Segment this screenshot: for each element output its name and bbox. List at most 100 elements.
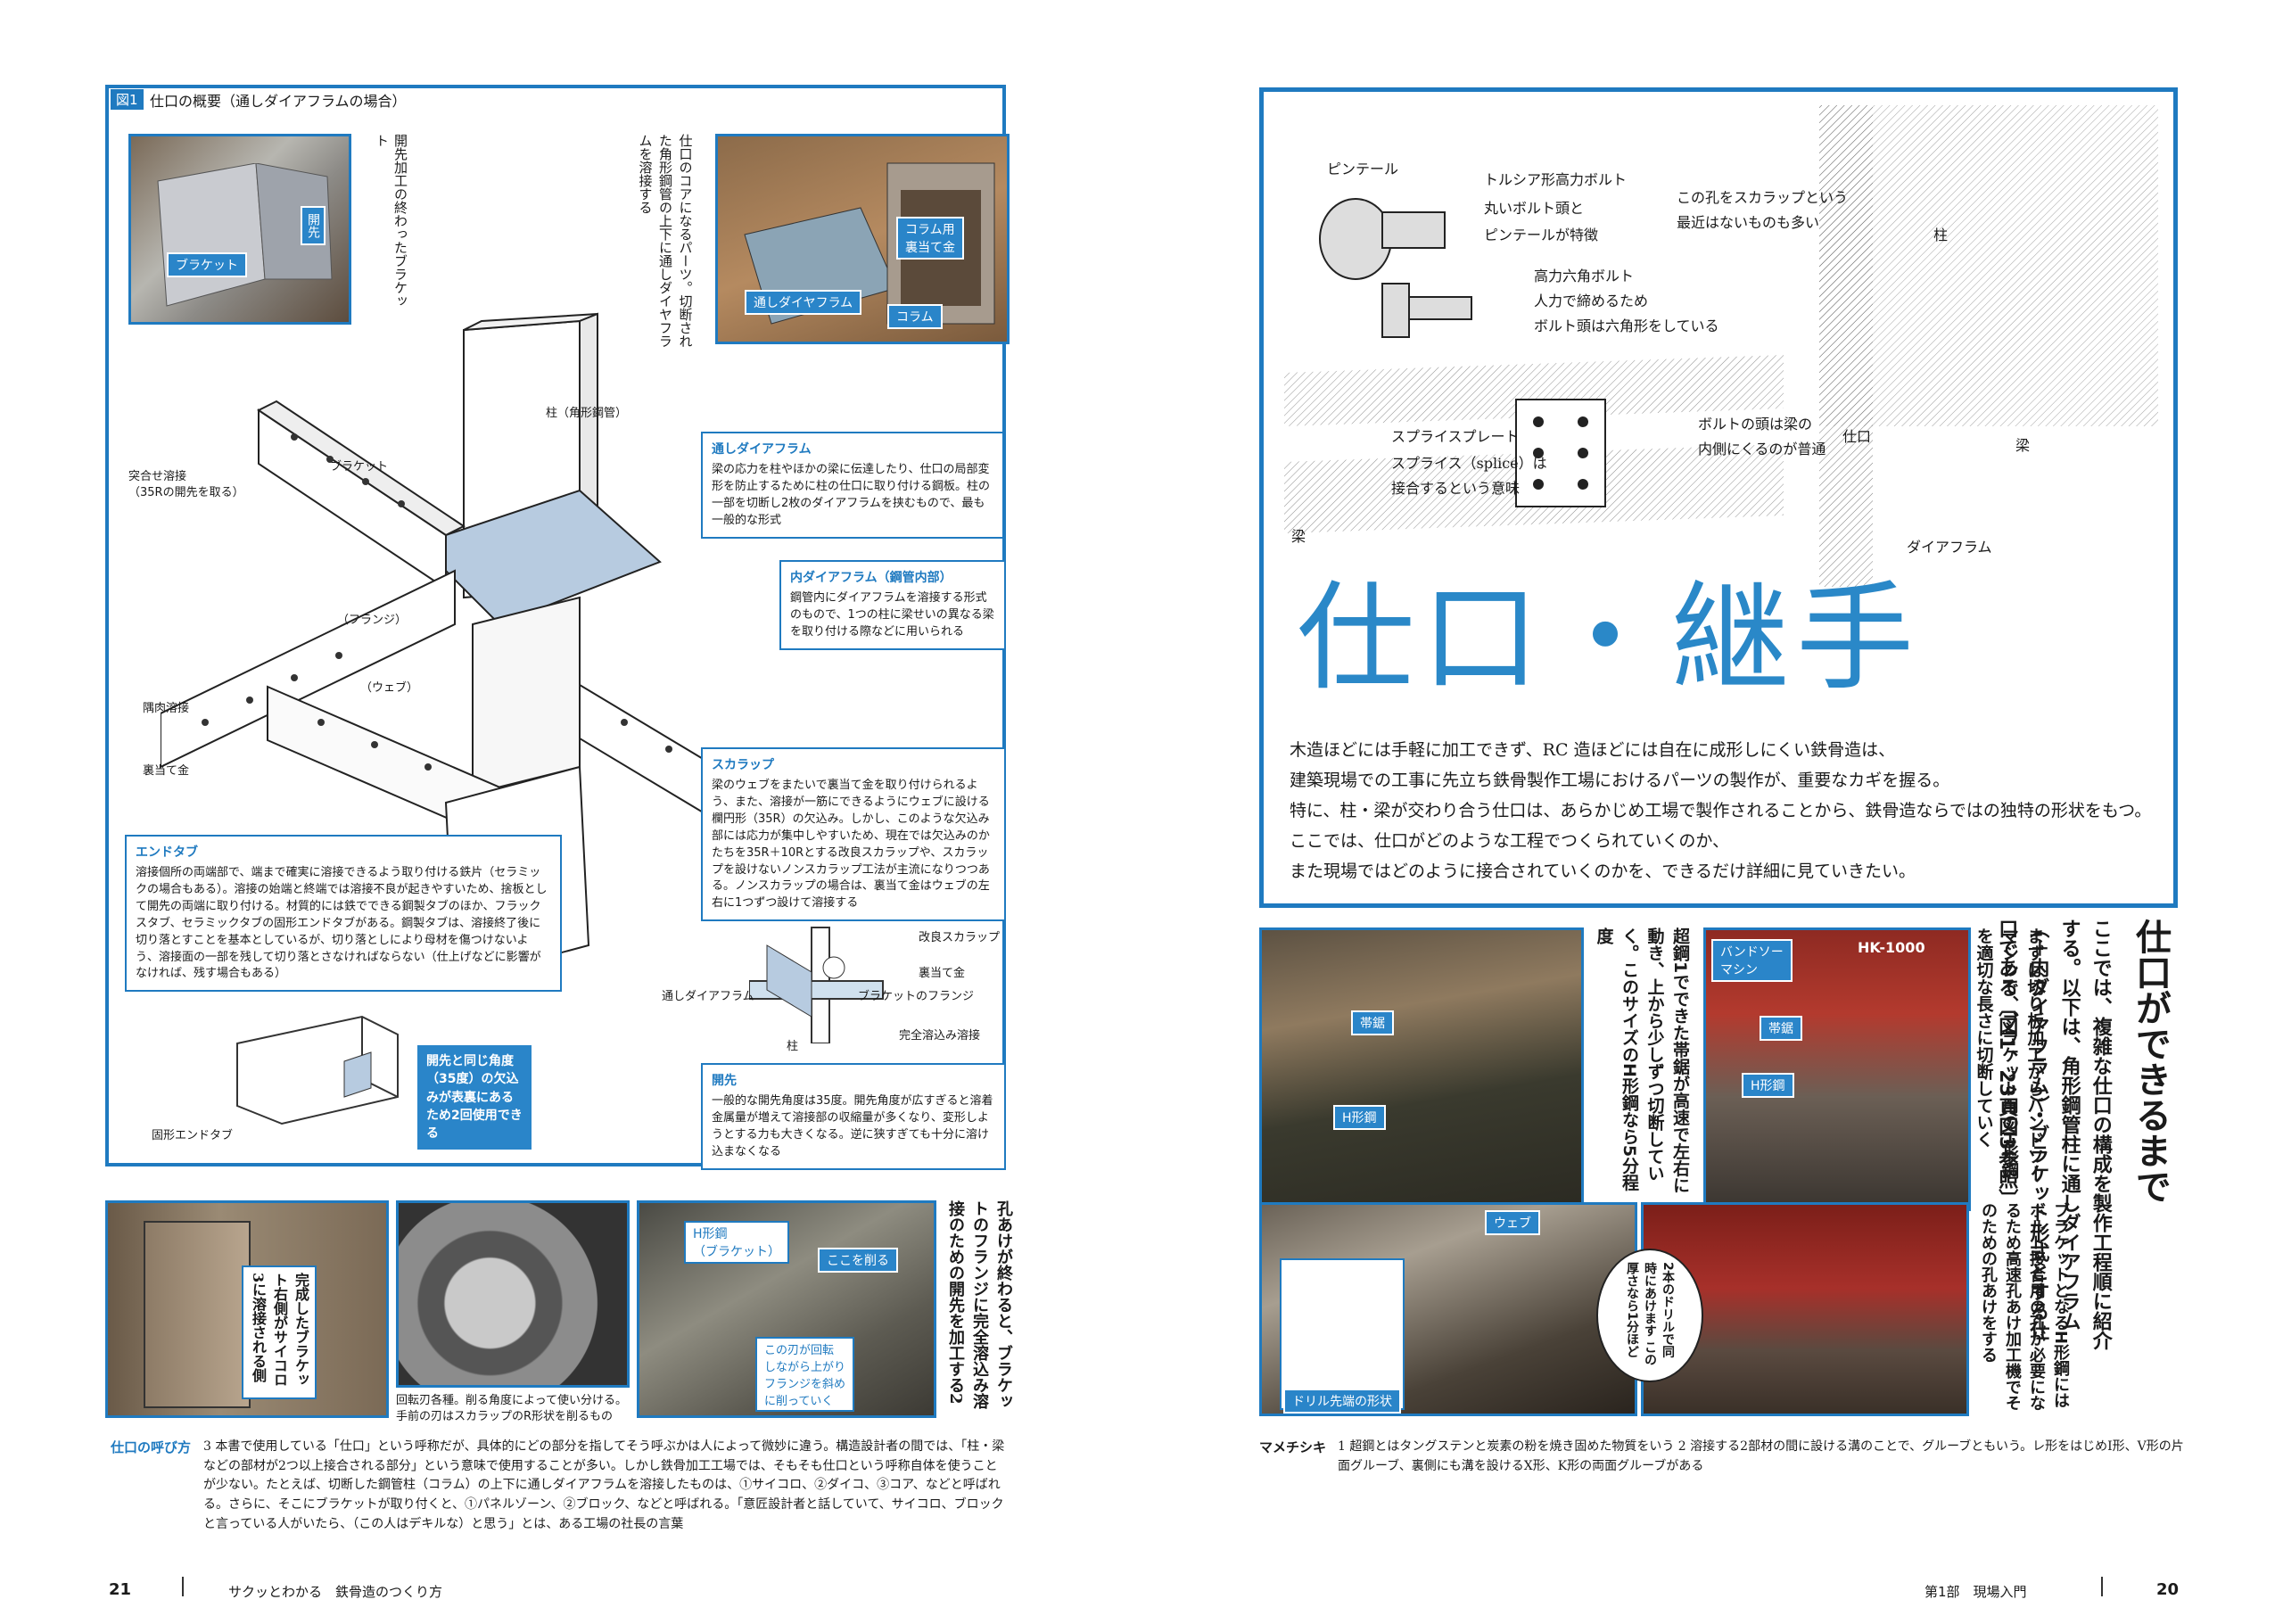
callout-groove: 開先 一般的な開先角度は35度。開先角度が広すぎると溶着金属量が増えて溶接部の収… — [701, 1063, 1006, 1170]
sketch-note-round-head: 丸いボルト頭と — [1484, 200, 1585, 217]
tag-drill-tip: ドリル先端の形状 — [1283, 1389, 1401, 1414]
text-groove-machining: 孔あけが終わると、ブラケットのフランジに完全溶込み溶接のための開先を加工する2 — [946, 1200, 1013, 1409]
tag-h-beam-bracket: H形鋼（ブラケット） — [684, 1221, 789, 1264]
label-flange: （フランジ） — [337, 614, 408, 627]
sketch-note-splice-plate: スプライスプレート — [1391, 428, 1520, 445]
figure-title: 仕口の概要（通しダイアフラムの場合） — [150, 93, 407, 110]
footnote: 3 本書で使用している「仕口」という呼称だが、具体的にどの部分を指してそう呼ぶか… — [203, 1439, 1005, 1531]
tag-column: コラム — [887, 304, 943, 329]
sketch-note-recent: 最近はないものも多い — [1677, 214, 1820, 231]
label-bracket-flange: ブラケットのフランジ — [858, 990, 975, 1003]
sketch-note-hex-head: ボルト頭は六角形をしている — [1534, 317, 1719, 334]
tag-web: ウェブ — [1485, 1210, 1540, 1235]
sketch-note-shikuchi: 仕口 — [1842, 428, 1872, 445]
photo-core-parts: コラム用裏当て金 通しダイヤフラム コラム — [715, 134, 1010, 344]
tag-diaphragm: 通しダイヤフラム — [745, 290, 862, 315]
label-full-penetration: 完全溶込み溶接 — [899, 1029, 981, 1043]
step2-text: ブラケットとなるH形鋼にはボルト接合用の孔が必要になるため高速孔あけ加工機でその… — [1979, 1202, 2070, 1411]
speech-bubble: 2本のドリルで同時にあけます この厚さなら1分ほど — [1596, 1249, 1703, 1382]
callout-end-tab: エンドタブ 溶接個所の両端部で、端まで確実に溶接できるよう取り付ける鉄片（セラミ… — [125, 835, 562, 993]
photo-completed-bracket: 完成したブラケット右側がサイコロ3に溶接される側 — [105, 1200, 389, 1418]
lead-line-1: 木造ほどには手軽に加工できず、RC 造ほどには自在に成形しにくい鉄骨造は、 — [1290, 740, 1896, 760]
photo-drilling: ウェブ ドリル先端の形状 — [1259, 1202, 1637, 1416]
step1-text: まずは切り板加工からバンドソーマシンで、ブラケット用のH形鋼を適切な長さに切断し… — [1974, 927, 2045, 1182]
photo-band-saw-machine: HK-1000 バンドソーマシン 帯鋸 H形鋼 — [1703, 927, 1971, 1211]
tip-text: 1 超鋼とはタングステンと炭素の粉を焼き固めた物質をいう 2 溶接する2部材の間… — [1338, 1439, 2184, 1473]
callout-title: 開先 — [712, 1074, 737, 1088]
callout-body: 梁のウェブをまたいで裏当て金を取り付けられるよう、また、溶接が一筋にできるように… — [712, 779, 990, 911]
callout-body: 開先と同じ角度（35度）の欠込みが表裏にあるため2回使用できる — [426, 1054, 523, 1142]
label-diaphragm-2: 通しダイアフラム — [662, 990, 754, 1003]
page-number-right: 20 — [2156, 1580, 2180, 1599]
label-column: 柱（角形鋼管） — [546, 407, 628, 420]
sketch-note-diaphragm: ダイアフラム — [1907, 539, 1992, 556]
end-tab-drawing — [236, 1015, 399, 1125]
tag-blade-note: この刃が回転しながら上がりフランジを斜めに削っていく — [755, 1337, 855, 1412]
main-title: 仕口・継手 — [1297, 570, 1921, 707]
sketch-note-joining: 接合するという意味 — [1391, 480, 1521, 497]
photo-bracket: ブラケット 開先 — [128, 134, 351, 325]
label-web: （ウェブ） — [360, 681, 419, 695]
callout-body: 梁の応力を柱やほかの梁に伝達したり、仕口の局部変形を防止するために柱の仕口に取り… — [712, 463, 991, 527]
callout-body: 鋼管内にダイアフラムを溶接する形式のもので、1つの柱に梁せいの異なる梁を取り付け… — [790, 591, 994, 639]
sketch-note-manual: 人力で締めるため — [1534, 293, 1649, 309]
label-solid-end-tab: 固形エンドタブ — [152, 1129, 234, 1142]
tag-cut-here: ここを削る — [818, 1248, 898, 1273]
callout-title: 内ダイアフラム（鋼管内部） — [790, 571, 952, 585]
sketch-note-beam-right: 梁 — [2015, 437, 2031, 454]
tag-h-beam: H形鋼 — [1333, 1105, 1386, 1130]
callout-same-angle: 開先と同じ角度（35度）の欠込みが表裏にあるため2回使用できる — [416, 1043, 533, 1152]
sketch-note-column: 柱 — [1933, 227, 1949, 243]
callout-title: 通しダイアフラム — [712, 442, 812, 457]
callout-body: 一般的な開先角度は35度。開先角度が広すぎると溶着金属量が増えて溶接部の収縮量が… — [712, 1094, 993, 1158]
photo-caption-completed: 完成したブラケット右側がサイコロ3に溶接される側 — [242, 1265, 317, 1399]
section-title: 仕口ができるまで — [2130, 919, 2171, 1204]
tag-h-beam-2: H形鋼 — [1742, 1073, 1794, 1098]
sketch-note-hex-bolt: 高力六角ボルト — [1534, 268, 1635, 284]
figure-label: 図1 — [111, 89, 144, 110]
tag-groove: 開先 — [301, 206, 326, 245]
footnote-title: 仕口の呼び方 — [111, 1439, 192, 1455]
lead-line-2: 建築現場での工事に先立ち鉄骨製作工場におけるパーツの製作が、重要なカギを握る。 — [1290, 771, 1950, 790]
label-butt-weld-note: （35Rの開先を取る） — [128, 486, 244, 499]
caption-rotary-cutters: 回転刃各種。削る角度によって使い分ける。手前の刃はスカラップのR形状を削るもの — [396, 1394, 627, 1424]
photo-groove-machining: H形鋼（ブラケット） ここを削る この刃が回転しながら上がりフランジを斜めに削っ… — [637, 1200, 936, 1418]
bubble-text: 2本のドリルで同時にあけます この厚さなら1分ほど — [1625, 1262, 1675, 1366]
callout-scallop: スカラップ 梁のウェブをまたいで裏当て金を取り付けられるよう、また、溶接が一筋に… — [701, 747, 1006, 922]
tag-band-saw-2: 帯鋸 — [1760, 1016, 1802, 1041]
label-fillet-weld: 隅肉溶接 — [143, 702, 190, 715]
part-label: 第1部 現場入門 — [1924, 1584, 2027, 1600]
label-column-2: 柱 — [787, 1040, 799, 1053]
page-divider-right — [2101, 1577, 2103, 1596]
sketch-note-pintail: ピンテール — [1327, 161, 1399, 177]
scallop-detail — [749, 927, 884, 1043]
photo-band-saw: 帯鋸 H形鋼 — [1259, 927, 1584, 1211]
lead-line-4: ここでは、仕口がどのような工程でつくられていくのか、 — [1290, 831, 1730, 851]
page-number-left: 21 — [109, 1580, 132, 1599]
page-divider-left — [182, 1577, 184, 1596]
title-spread-frame — [1259, 87, 2178, 908]
photo1-caption: 開先加工の終わったブラケット — [374, 134, 408, 308]
section-intro: ここでは、複雑な仕口の構成を製作工程順に紹介する。以下は、角形鋼管柱に通しダイア… — [1995, 919, 2112, 1350]
sketch-illustration — [1284, 105, 2158, 587]
sketch-note-bolt-head: ボルトの頭は梁の — [1698, 416, 1813, 433]
sketch-note-torshear: トルシア形高力ボルト — [1484, 171, 1628, 188]
photo-rotary-cutters — [396, 1200, 630, 1388]
label-butt-weld: 突合せ溶接 — [128, 470, 187, 483]
sketch-note-beam-left: 梁 — [1291, 528, 1306, 545]
label-backing-2: 裏当て金 — [919, 967, 966, 980]
sketch-note-inside: 内側にくるのが普通 — [1698, 441, 1826, 458]
sketch-note-pintail-feature: ピンテールが特徴 — [1484, 227, 1599, 243]
callout-title: エンドタブ — [136, 845, 198, 860]
label-bracket: ブラケット — [330, 460, 389, 474]
lead-line-3: 特に、柱・梁が交わり合う仕口は、あらかじめ工場で製作されることから、鉄骨造ならで… — [1290, 801, 2152, 820]
lead-line-5: また現場ではどのように接合されていくのかを、できるだけ詳細に見ていきたい。 — [1290, 861, 1916, 881]
tip-title: マメチシキ — [1259, 1439, 1327, 1455]
tag-bracket: ブラケット — [167, 252, 247, 277]
callout-through-diaphragm: 通しダイアフラム 梁の応力を柱やほかの梁に伝達したり、仕口の局部変形を防止するた… — [701, 432, 1004, 539]
tag-column-backing: コラム用裏当て金 — [896, 217, 964, 260]
callout-inner-diaphragm: 内ダイアフラム（鋼管内部） 鋼管内にダイアフラムを溶接する形式のもので、1つの柱… — [779, 560, 1006, 650]
photo2-caption: 仕口のコアになるパーツ。切断された角形鋼管の上下に通しダイヤフラムを溶接する — [637, 134, 694, 348]
tag-band-saw-blade: 帯鋸 — [1351, 1010, 1394, 1035]
step1b-text: 超鋼1でできた帯鋸が高速で左右に動き、上から少しずつ切断していく。このサイズのH… — [1594, 927, 1691, 1194]
